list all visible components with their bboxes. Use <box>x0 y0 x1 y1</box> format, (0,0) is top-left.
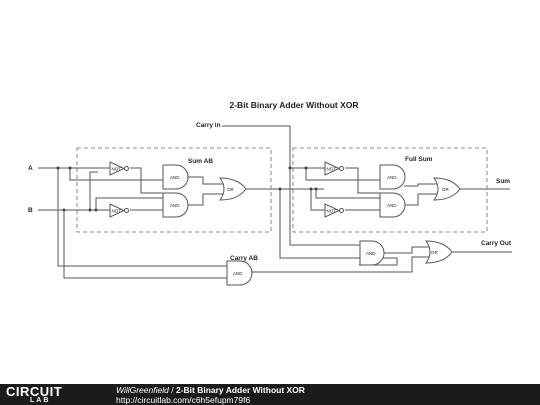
logo-text-bottom: LAB <box>30 397 51 404</box>
sum-ab-label: Sum AB <box>188 158 213 165</box>
svg-text:NOT: NOT <box>112 167 122 172</box>
or-gate-sum-ab: OR <box>219 177 247 201</box>
svg-text:OR: OR <box>431 250 439 255</box>
svg-text:AND: AND <box>170 203 180 208</box>
svg-text:NOT: NOT <box>327 209 337 214</box>
carry-out-label: Carry Out <box>481 240 512 247</box>
author-link[interactable]: WillGreenfield <box>116 385 169 395</box>
svg-text:AND: AND <box>233 271 243 276</box>
junctions <box>56 166 318 212</box>
circuit-url[interactable]: http://circuitlab.com/c6h5efupm79f6 <box>116 395 251 405</box>
circuitlab-logo[interactable]: CIRCUIT LAB <box>6 385 90 405</box>
full-sum-block <box>292 147 488 233</box>
carry-in-label: Carry in <box>196 122 221 129</box>
svg-text:OR: OR <box>442 187 450 192</box>
and-gate-carry-ab: AND <box>226 260 253 286</box>
full-sum-label: Full Sum <box>405 156 433 163</box>
svg-text:AND: AND <box>170 175 180 180</box>
credit-separator: / <box>168 385 176 395</box>
diagram-title: 2-Bit Binary Adder Without XOR <box>230 100 359 110</box>
svg-text:AND: AND <box>366 251 376 256</box>
and-gate-full-sum-2: AND <box>379 192 406 218</box>
and-gate-carry-in: AND <box>359 240 385 266</box>
footer-bar: CIRCUIT LAB WillGreenfield / 2-Bit Binar… <box>0 384 540 405</box>
and-gate-sum-ab-1: AND <box>162 164 189 190</box>
svg-text:NOT: NOT <box>327 167 337 172</box>
svg-text:AND: AND <box>387 175 397 180</box>
not-gate-carry-in: NOT <box>324 203 344 218</box>
or-gate-carry-out: OR <box>425 240 453 264</box>
svg-text:OR: OR <box>227 187 235 192</box>
circuit-title: 2-Bit Binary Adder Without XOR <box>175 385 305 395</box>
and-gate-sum-ab-2: AND <box>162 192 189 218</box>
or-gate-full-sum: OR <box>433 177 461 201</box>
input-a-label: A <box>28 165 33 172</box>
svg-text:AND: AND <box>387 203 397 208</box>
svg-text:NOT: NOT <box>112 209 122 214</box>
not-gate-b: NOT <box>109 203 129 218</box>
not-gate-a: NOT <box>109 161 129 176</box>
input-b-label: B <box>28 207 33 214</box>
sum-ab-block <box>76 147 272 233</box>
carry-ab-label: Carry AB <box>230 255 258 262</box>
and-gate-full-sum-1: AND <box>379 164 406 190</box>
circuit-schematic: 2-Bit Binary Adder Without XOR A B Carry… <box>28 100 512 286</box>
credit-line: WillGreenfield / 2-Bit Binary Adder With… <box>116 385 305 395</box>
logo-text-top: CIRCUIT <box>6 384 63 399</box>
not-gate-sum: NOT <box>324 161 344 176</box>
sum-output-label: Sum <box>496 178 510 185</box>
